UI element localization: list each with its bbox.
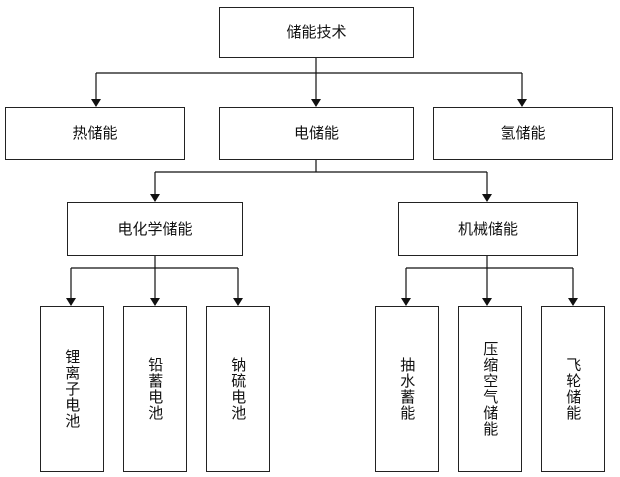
node-label: 压缩空气储能 [481,341,500,437]
node-root: 储能技术 [219,7,414,58]
node-lead-acid-battery: 铅蓄电池 [123,306,187,472]
node-label: 铅蓄电池 [146,357,165,421]
node-lithium-ion-battery: 锂离子电池 [40,306,104,472]
node-label: 机械储能 [457,219,518,238]
node-compressed-air: 压缩空气储能 [458,306,522,472]
node-label: 氢储能 [500,124,546,142]
node-mechanical-storage: 机械储能 [398,202,578,256]
node-root-label: 储能技术 [286,23,347,41]
node-pumped-hydro: 抽水蓄能 [375,306,439,472]
node-label: 钠硫电池 [229,357,248,421]
node-label: 电储能 [293,124,339,142]
node-hydrogen-storage: 氢储能 [433,107,613,160]
node-sodium-sulfur-battery: 钠硫电池 [206,306,270,472]
node-label: 热储能 [72,124,118,142]
node-flywheel: 飞轮储能 [541,306,605,472]
node-electric-storage: 电储能 [219,107,414,160]
node-thermal-storage: 热储能 [5,107,185,160]
node-label: 飞轮储能 [564,357,583,421]
node-label: 锂离子电池 [63,349,82,429]
node-label: 抽水蓄能 [398,357,417,421]
node-label: 电化学储能 [117,219,193,238]
node-electrochemical-storage: 电化学储能 [67,202,243,256]
